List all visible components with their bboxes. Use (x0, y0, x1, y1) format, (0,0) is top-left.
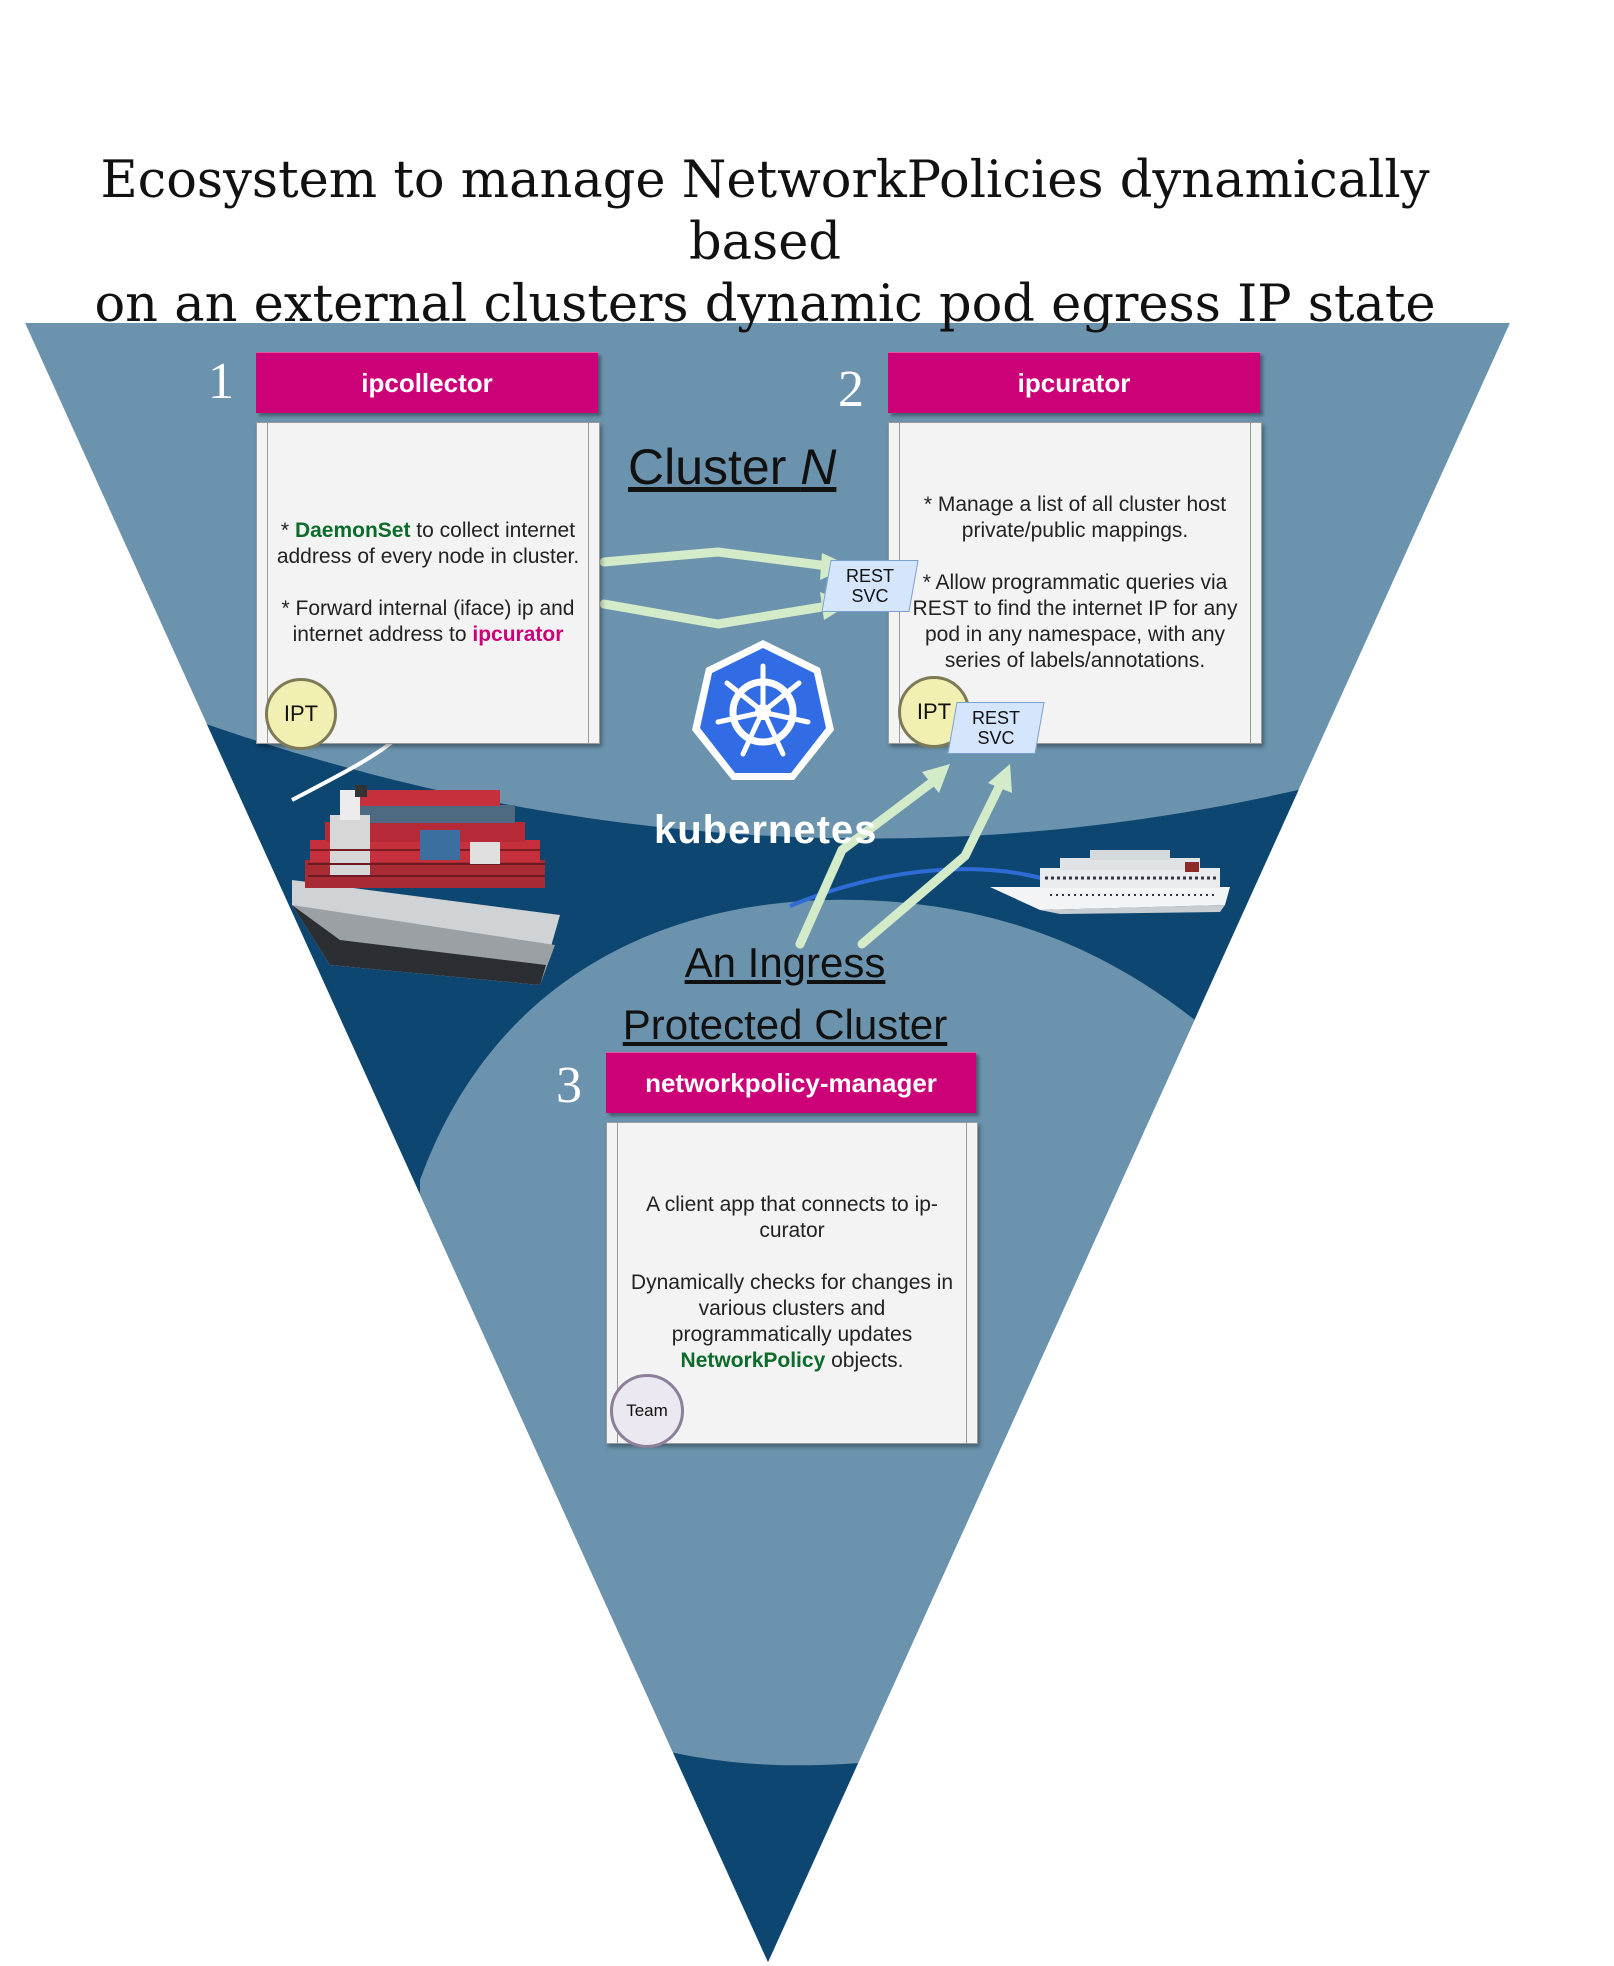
arrowheads-bottom (922, 764, 1012, 793)
ingress-label-line-1: An Ingress (684, 939, 886, 986)
title-line-1: Ecosystem to manage NetworkPolicies dyna… (100, 151, 1430, 272)
team-badge: Team (610, 1374, 684, 1448)
networkpolicy-manager-header: networkpolicy-manager (606, 1052, 976, 1113)
ipcurator-description: * Manage a list of all cluster host priv… (899, 423, 1251, 743)
step-number-1: 1 (208, 353, 234, 410)
manager-to-curator-arrows (795, 775, 1005, 949)
rest-svc-marker: REST SVC (947, 702, 1045, 754)
text-prefix: * (280, 519, 295, 542)
ipcollector-header: ipcollector (256, 352, 598, 413)
rest-svc-line-2: SVC (977, 728, 1015, 748)
collector-to-curator-arrows (599, 547, 833, 629)
card-bar-left (257, 423, 268, 743)
ipcurator-emphasis: ipcurator (472, 623, 564, 646)
step-number-2: 2 (838, 361, 864, 418)
rest-svc-line-2: SVC (851, 586, 889, 606)
ipcurator-line-2: * Allow programmatic queries via REST to… (912, 571, 1238, 672)
text-suffix: to collect internet address of every nod… (276, 519, 580, 568)
white-curve (291, 740, 394, 802)
text-prefix: * Forward internal (iface) ip and intern… (281, 597, 575, 646)
text-suffix: objects. (825, 1349, 904, 1372)
ipcollector-line-1: * DaemonSet to collect internet address … (267, 518, 589, 570)
cluster-label-prefix: Cluster (628, 439, 801, 495)
rest-svc-line-1: REST (845, 566, 894, 586)
cluster-n-label: Cluster N (628, 438, 836, 496)
networkpolicy-manager-description: A client app that connects to ip-curator… (623, 1123, 961, 1443)
card-bar-right (966, 1123, 977, 1443)
container-ship-image (292, 785, 560, 985)
kubernetes-helm-icon (692, 640, 834, 780)
rest-svc-text: REST SVC (952, 702, 1040, 754)
card-bar-right (588, 423, 599, 743)
daemonset-emphasis: DaemonSet (294, 519, 411, 542)
ipcurator-line-1: * Manage a list of all cluster host priv… (923, 493, 1227, 542)
manager-line-1: A client app that connects to ip-curator (646, 1193, 938, 1242)
ingress-cluster-label: An Ingress Protected Cluster (600, 932, 970, 1056)
cruise-ship-image (990, 850, 1230, 914)
networkpolicy-emphasis: NetworkPolicy (680, 1349, 826, 1372)
diagram-title: Ecosystem to manage NetworkPolicies dyna… (40, 150, 1490, 336)
ipcurator-header: ipcurator (888, 352, 1260, 413)
ingress-label-line-2: Protected Cluster (622, 1001, 948, 1048)
manager-line-2: Dynamically checks for changes in variou… (623, 1270, 961, 1374)
cluster-label-suffix: N (800, 439, 837, 495)
ipcollector-line-2: * Forward internal (iface) ip and intern… (267, 596, 589, 648)
rest-svc-marker: REST SVC (821, 560, 919, 612)
rest-svc-text: REST SVC (826, 560, 914, 612)
card-bar-left (607, 1123, 618, 1443)
kubernetes-wordmark: kubernetes (654, 808, 878, 852)
rest-svc-line-1: REST (971, 708, 1020, 728)
card-bar-right (1250, 423, 1261, 743)
title-line-2: on an external clusters dynamic pod egre… (94, 275, 1436, 334)
ipcollector-description: * DaemonSet to collect internet address … (267, 423, 589, 743)
ipt-badge: IPT (265, 678, 337, 750)
text-prefix: Dynamically checks for changes in variou… (630, 1271, 954, 1346)
step-number-3: 3 (556, 1057, 582, 1114)
